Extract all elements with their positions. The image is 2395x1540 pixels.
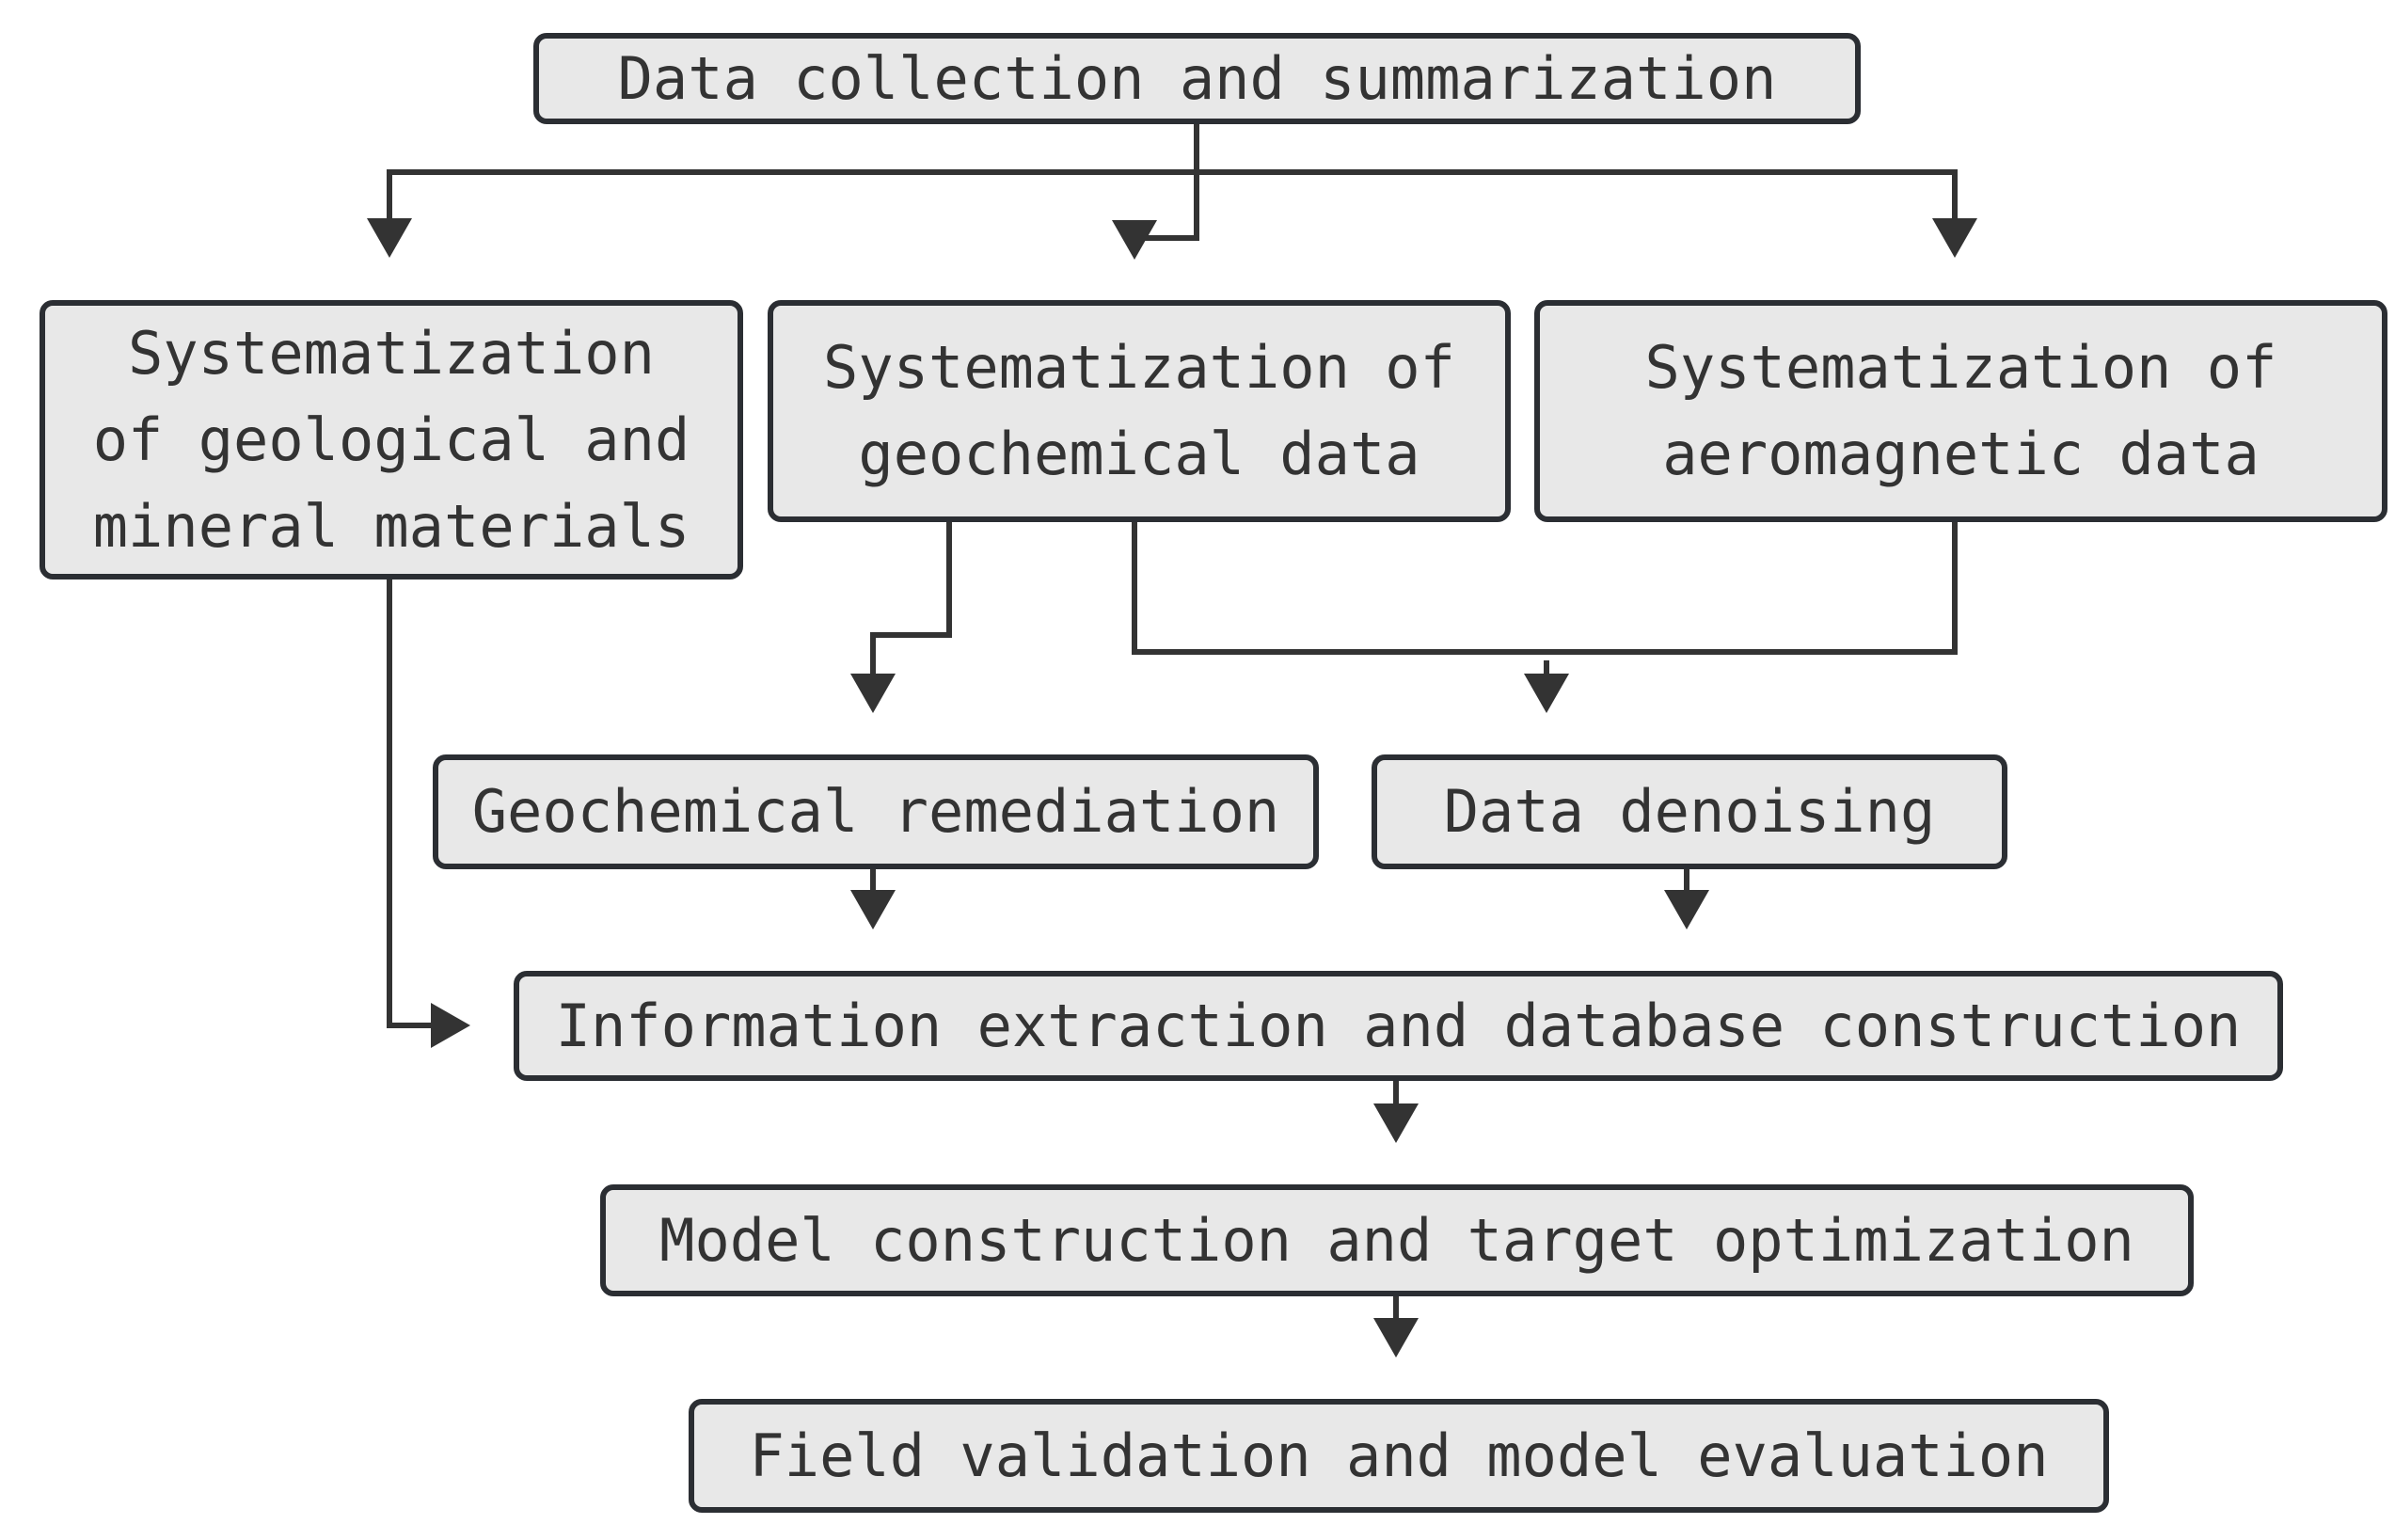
node-data-denoising: Data denoising [1372, 754, 2007, 869]
node-model-construction-label: Model construction and target optimizati… [659, 1205, 2134, 1275]
node-geological-mineral: Systematization of geological and minera… [40, 300, 743, 579]
node-information-extraction-label: Information extraction and database cons… [555, 991, 2242, 1060]
node-data-collection: Data collection and summarization [533, 33, 1861, 124]
node-geological-mineral-label: Systematization of geological and minera… [92, 318, 690, 561]
node-aeromagnetic-data: Systematization of aeromagnetic data [1534, 300, 2387, 522]
node-data-denoising-label: Data denoising [1443, 777, 1936, 846]
node-geochemical-data-label: Systematization of geochemical data [823, 333, 1455, 488]
edge-collect-to-aeromag [1197, 169, 1977, 258]
node-information-extraction: Information extraction and database cons… [514, 971, 2283, 1081]
edge-collect-to-geochem [1112, 172, 1199, 260]
node-field-validation: Field validation and model evaluation [689, 1399, 2109, 1513]
node-aeromagnetic-data-label: Systematization of aeromagnetic data [1644, 333, 2277, 488]
edge-geochem-aeromag-merge [1132, 522, 1958, 655]
edge-geochem-to-remed [850, 522, 952, 713]
edge-geomin-to-extract [387, 579, 470, 1048]
edge-collect-to-geomin [367, 124, 1199, 258]
node-geochemical-data: Systematization of geochemical data [768, 300, 1511, 522]
node-field-validation-label: Field validation and model evaluation [749, 1421, 2049, 1490]
node-data-collection-label: Data collection and summarization [617, 43, 1777, 113]
node-model-construction: Model construction and target optimizati… [600, 1184, 2194, 1296]
node-geochemical-remediation: Geochemical remediation [433, 754, 1319, 869]
node-geochemical-remediation-label: Geochemical remediation [471, 777, 1280, 846]
